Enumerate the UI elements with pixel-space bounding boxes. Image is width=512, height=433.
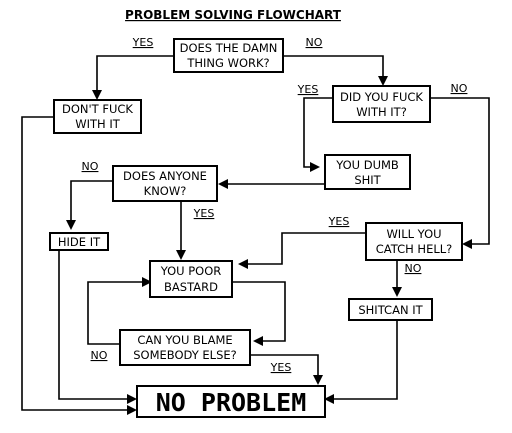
node-does-anyone-know-line-1: DOES ANYONE bbox=[123, 169, 207, 183]
edge-bastard-to-blame bbox=[232, 281, 286, 346]
node-shitcan-it: SHITCAN IT bbox=[348, 298, 433, 321]
edge-label-works-no: NO bbox=[306, 36, 323, 49]
node-will-you-catch-hell-line-1: WILL YOU bbox=[386, 227, 441, 241]
flowchart-title: PROBLEM SOLVING FLOWCHART bbox=[125, 8, 342, 22]
node-can-you-blame-line-2: SOMEBODY ELSE? bbox=[133, 348, 237, 362]
edge-labels: YES NO YES NO NO YES YES NO NO YES bbox=[82, 36, 468, 374]
node-dont-fuck-with-it-line-1: DON'T FUCK bbox=[62, 102, 133, 116]
node-will-you-catch-hell: WILL YOU CATCH HELL? bbox=[365, 222, 463, 261]
edge-fuck-no bbox=[430, 97, 490, 249]
edges bbox=[21, 55, 490, 415]
node-no-problem: NO PROBLEM bbox=[136, 385, 326, 418]
node-you-poor-bastard: YOU POOR BASTARD bbox=[149, 260, 233, 298]
node-you-dumb-shit: YOU DUMB SHIT bbox=[324, 154, 411, 190]
edge-label-blame-no: NO bbox=[91, 349, 108, 362]
edge-label-works-yes: YES bbox=[132, 36, 154, 49]
node-you-poor-bastard-line-2: BASTARD bbox=[164, 280, 218, 294]
edge-hideit-to-noproblem bbox=[58, 249, 137, 404]
node-no-problem-label: NO PROBLEM bbox=[156, 388, 307, 417]
edge-label-know-no: NO bbox=[82, 160, 99, 173]
edge-works-yes bbox=[92, 55, 174, 100]
node-does-anyone-know-line-2: KNOW? bbox=[144, 184, 187, 198]
edge-shitcan-to-noproblem bbox=[324, 320, 398, 404]
node-hide-it: HIDE IT bbox=[49, 232, 109, 251]
edge-label-hell-no: NO bbox=[405, 262, 422, 275]
node-does-it-work-line-2: THING WORK? bbox=[186, 56, 269, 70]
node-can-you-blame: CAN YOU BLAME SOMEBODY ELSE? bbox=[119, 329, 251, 366]
node-you-dumb-shit-line-1: YOU DUMB bbox=[335, 158, 399, 172]
edge-label-fuck-yes: YES bbox=[297, 83, 319, 96]
node-did-you-fuck-with-it-line-1: DID YOU FUCK bbox=[340, 90, 423, 104]
edge-label-blame-yes: YES bbox=[270, 361, 292, 374]
node-does-anyone-know: DOES ANYONE KNOW? bbox=[112, 165, 218, 202]
edge-label-know-yes: YES bbox=[193, 207, 215, 220]
node-does-it-work-line-1: DOES THE DAMN bbox=[180, 41, 278, 55]
node-you-poor-bastard-line-1: YOU POOR bbox=[160, 264, 222, 278]
node-shitcan-it-label: SHITCAN IT bbox=[358, 303, 423, 317]
edge-works-no bbox=[283, 55, 388, 86]
node-you-dumb-shit-line-2: SHIT bbox=[354, 173, 381, 187]
edge-label-hell-yes: YES bbox=[328, 215, 350, 228]
edge-blame-yes bbox=[250, 354, 323, 385]
node-dont-fuck-with-it: DON'T FUCK WITH IT bbox=[53, 99, 142, 134]
edge-blame-no bbox=[87, 277, 152, 345]
node-did-you-fuck-with-it: DID YOU FUCK WITH IT? bbox=[332, 85, 431, 123]
node-does-it-work: DOES THE DAMN THING WORK? bbox=[173, 38, 284, 73]
edge-label-fuck-no: NO bbox=[451, 82, 468, 95]
node-dont-fuck-with-it-line-2: WITH IT bbox=[75, 117, 120, 131]
node-did-you-fuck-with-it-line-2: WITH IT? bbox=[356, 105, 407, 119]
node-hide-it-label: HIDE IT bbox=[58, 235, 101, 249]
edge-hell-yes bbox=[238, 232, 366, 269]
edge-dontfuck-to-noproblem bbox=[21, 116, 137, 415]
node-will-you-catch-hell-line-2: CATCH HELL? bbox=[376, 242, 453, 256]
node-can-you-blame-line-1: CAN YOU BLAME bbox=[137, 333, 232, 347]
edge-know-no bbox=[66, 180, 113, 230]
edge-fuck-yes bbox=[303, 97, 333, 172]
